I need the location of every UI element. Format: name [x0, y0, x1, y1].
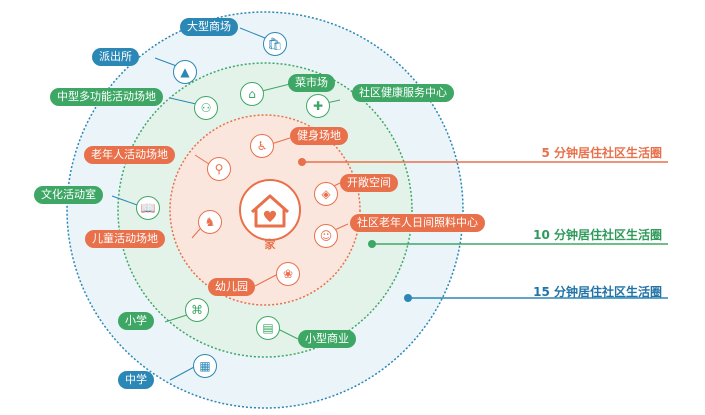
facility-label-mall: 大型商场	[180, 18, 238, 36]
open-space-icon: ◈	[314, 182, 338, 206]
facility-label-open-space: 开敞空间	[340, 174, 398, 192]
basket-icon: ⌂	[240, 82, 264, 106]
health-center-icon: ✚	[306, 94, 330, 118]
facility-label-culture-room: 文化活动室	[34, 186, 103, 204]
ring-title-15min: 15 分钟居住社区生活圈	[533, 285, 662, 299]
facility-label-primary-school: 小学	[118, 312, 154, 330]
fitness-icon: ♿	[250, 134, 274, 158]
facility-label-police: 派出所	[92, 48, 139, 66]
facility-label-elderly-activity: 老年人活动场地	[84, 146, 175, 164]
facility-label-market: 菜市场	[288, 74, 335, 92]
ring-title-5min: 5 分钟居住社区生活圈	[541, 146, 662, 160]
shopping-bag-icon: 🛍	[263, 32, 287, 56]
rocking-horse-icon: ♞	[198, 210, 222, 234]
elderly-care-icon: ☺	[314, 224, 338, 248]
facility-label-kindergarten: 幼儿园	[208, 278, 255, 296]
facility-label-elderly-care: 社区老年人日间照料中心	[350, 214, 485, 232]
sprout-icon: ❀	[276, 262, 300, 286]
home-label: 家	[264, 238, 276, 251]
shop-icon: ▤	[256, 316, 280, 340]
elderly-activity-icon: ⚲	[207, 157, 231, 181]
school-building-icon: ▦	[193, 354, 217, 378]
facility-label-fitness: 健身场地	[290, 127, 348, 145]
book-icon: 📖	[136, 196, 160, 220]
facility-label-health-center: 社区健康服务中心	[352, 84, 454, 102]
home-circle	[239, 179, 301, 241]
schoolbag-icon: ⌘	[185, 298, 209, 322]
facility-label-children-playground: 儿童活动场地	[85, 230, 165, 248]
facility-label-sports-field: 中型多功能活动场地	[50, 88, 163, 106]
ring-title-10min: 10 分钟居住社区生活圈	[533, 228, 662, 242]
home-heart-icon	[251, 194, 289, 228]
facility-label-small-shop: 小型商业	[298, 330, 356, 348]
sports-field-icon: ⚇	[194, 96, 218, 120]
facility-label-middle-school: 中学	[118, 371, 154, 389]
police-cap-icon: ▲	[173, 60, 197, 84]
